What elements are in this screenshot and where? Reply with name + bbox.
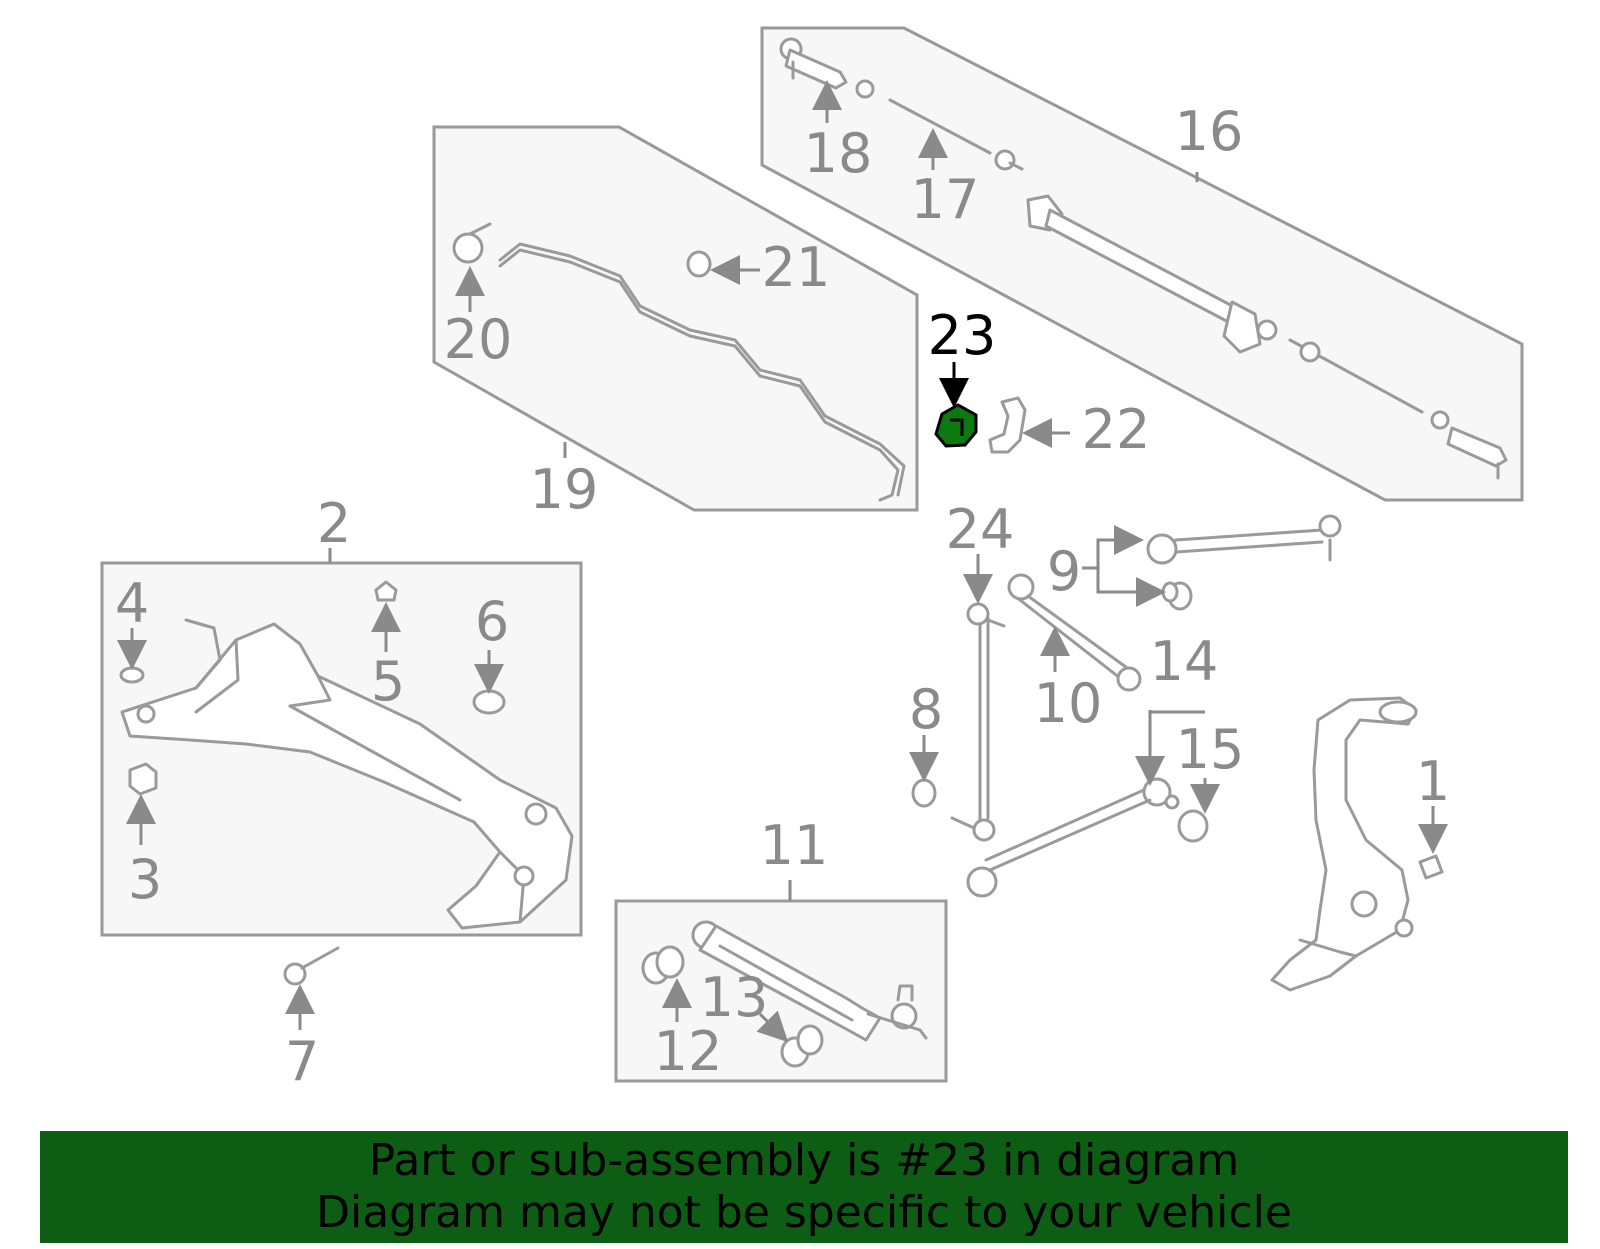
callout-4[interactable]: 4 (115, 572, 149, 635)
callout-19[interactable]: 19 (530, 458, 599, 521)
stabilizer-panel (432, 125, 919, 512)
stabilizer-bar-inner (498, 242, 906, 497)
crossmember-bolt-part[interactable] (283, 946, 340, 986)
tie-rod-nut-part[interactable] (855, 79, 875, 99)
callout-23[interactable]: 23 (928, 304, 997, 367)
callout-10[interactable]: 10 (1034, 672, 1103, 735)
callout-3[interactable]: 3 (128, 848, 162, 911)
callout-18[interactable]: 18 (804, 122, 873, 185)
stabilizer-link-rod-part[interactable] (950, 602, 1006, 842)
crossmember-nut-part[interactable] (128, 762, 158, 796)
lower-arm-bushing-front-part[interactable] (641, 945, 685, 985)
lower-arm-bushing-rear-part[interactable] (780, 1024, 824, 1068)
callout-14[interactable]: 14 (1150, 630, 1219, 693)
callout-20[interactable]: 20 (444, 308, 513, 371)
trailing-link-bushing-part[interactable] (1161, 581, 1193, 611)
callout-9[interactable]: 9 (1047, 540, 1081, 603)
callout-16[interactable]: 16 (1175, 100, 1244, 163)
callout-24[interactable]: 24 (946, 498, 1015, 561)
callout-11[interactable]: 11 (760, 814, 829, 877)
stabilizer-bracket-part[interactable] (988, 396, 1027, 454)
lateral-link-bushing-part[interactable] (1177, 809, 1209, 843)
stabilizer-link-part[interactable] (452, 222, 492, 264)
trailing-link-part[interactable] (1146, 514, 1342, 565)
callout-2[interactable]: 2 (317, 492, 351, 555)
callout-15[interactable]: 15 (1176, 718, 1245, 781)
callout-7[interactable]: 7 (285, 1030, 319, 1093)
callout-8[interactable]: 8 (909, 678, 943, 741)
stabilizer-bar-part[interactable] (498, 248, 900, 502)
clip-part[interactable] (374, 580, 398, 602)
banner-line-2: Diagram may not be specific to your vehi… (316, 1187, 1292, 1238)
knuckle-part[interactable] (1270, 696, 1444, 992)
callout-1[interactable]: 1 (1416, 750, 1450, 813)
banner-line-1: Part or sub-assembly is #23 in diagram (368, 1135, 1240, 1186)
upper-arm-part[interactable] (1007, 573, 1142, 692)
lower-arm-part[interactable] (691, 920, 928, 1042)
callout-6[interactable]: 6 (475, 590, 509, 653)
info-banner: Part or sub-assembly is #23 in diagram D… (40, 1131, 1568, 1243)
stabilizer-bushing-part[interactable] (686, 250, 712, 278)
washer-part[interactable] (119, 666, 145, 684)
part-23-bushing[interactable] (934, 403, 978, 448)
inner-tie-rod-part[interactable] (888, 98, 1024, 171)
callout-12[interactable]: 12 (654, 1020, 723, 1083)
plug-part[interactable] (472, 689, 506, 715)
callout-22[interactable]: 22 (1082, 398, 1151, 461)
crossmember-part[interactable] (120, 618, 574, 930)
callout-17[interactable]: 17 (911, 168, 980, 231)
callout-5[interactable]: 5 (371, 650, 405, 713)
lateral-link-part[interactable] (966, 777, 1180, 898)
leader-lines (117, 80, 1448, 1043)
callout-13[interactable]: 13 (700, 966, 769, 1029)
steering-rack-part[interactable] (1026, 194, 1508, 480)
link-nut-part[interactable] (911, 778, 937, 808)
callout-21[interactable]: 21 (762, 236, 831, 299)
parts-diagram: 1 2 3 4 5 6 7 8 9 10 11 12 13 14 15 16 1… (100, 26, 1524, 1093)
